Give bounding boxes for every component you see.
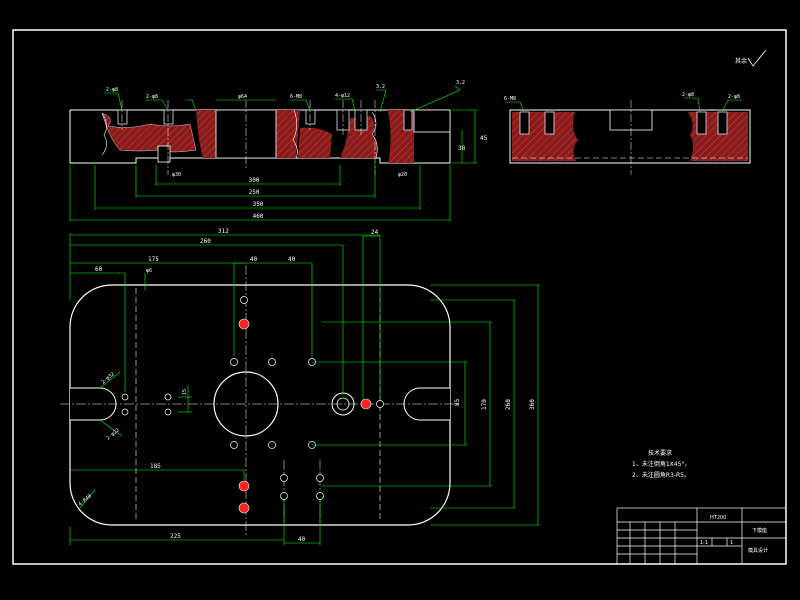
front-label-phi64: φ64 (238, 94, 247, 100)
right-u-notch (403, 387, 450, 421)
dim-plan-15: 15 (182, 389, 188, 395)
front-top-leaders (104, 85, 461, 113)
dim-plan-312: 312 (218, 228, 229, 235)
dim-front-250: 250 (249, 189, 260, 196)
front-label-ra-b: 3.2 (456, 80, 465, 86)
dim-plan-185: 185 (150, 463, 161, 470)
dim-front-height-38: 38 (458, 145, 466, 152)
side-label-6m8: 6-M8 (504, 96, 516, 102)
side-label-2phi8-a: 2-φ8 (682, 92, 694, 98)
plan-right-dims (312, 284, 540, 526)
front-bottom-phi20: φ20 (398, 172, 407, 178)
plan-label-4r40: 4-R40 (77, 493, 92, 507)
title-count: 1 (730, 540, 733, 546)
dim-plan-phi6: φ6 (146, 268, 152, 274)
side-holes (519, 111, 728, 135)
dim-plan-24: 24 (371, 229, 379, 236)
side-label-2phi8-b: 2-φ8 (728, 94, 740, 100)
roughness-symbol: 其余 (735, 49, 767, 67)
front-label-2phi8-a: 2-φ8 (106, 87, 118, 93)
front-section-view: 300 250 350 460 45 38 2-φ8 2-φ8 φ64 6-M8… (69, 80, 488, 222)
outer-frame (12, 29, 787, 565)
right-slot (413, 109, 451, 133)
tech-item-2: 2、未注圆角R3-R5。 (632, 471, 690, 479)
dim-plan-225: 225 (170, 533, 181, 540)
front-label-4phi12: 4-φ12 (335, 93, 350, 99)
tech-title: 技术要求 (648, 449, 672, 457)
plan-centerlines (60, 265, 460, 535)
plan-bottom-dims (69, 469, 321, 545)
front-length-dims (69, 165, 451, 222)
title-material: HT200 (710, 515, 726, 521)
dim-plan-60: 60 (95, 266, 103, 273)
dim-plan-40-c: 40 (298, 536, 306, 543)
title-drawing-no: 模具设计 (748, 547, 768, 554)
break-line-1 (101, 112, 107, 156)
section-region-1 (101, 112, 197, 153)
front-label-6m8: 6-M8 (290, 94, 302, 100)
section-region-4 (298, 127, 332, 158)
plan-outline (69, 284, 451, 526)
break-line-2 (292, 109, 298, 159)
plan-label-2phi22: 2-φ22 (105, 427, 120, 441)
pin-hole (157, 145, 171, 163)
plan-left-leaders (77, 371, 123, 511)
side-leaders (505, 97, 742, 113)
title-part-name: 下模座 (752, 527, 767, 534)
front-height-dims (452, 109, 478, 164)
title-scale: 1:1 (700, 540, 708, 546)
tech-item-1: 1、未注倒角1X45°。 (632, 460, 690, 468)
plan-small-dim (178, 385, 192, 413)
tech-requirements: 技术要求 1、未注倒角1X45°。 2、未注圆角R3-R5。 (632, 449, 690, 479)
dim-front-height-45: 45 (480, 135, 488, 142)
dim-front-460: 460 (253, 213, 264, 220)
front-bottom-phi30: φ30 (172, 172, 181, 178)
section-region-3 (276, 110, 300, 158)
plan-marked-holes (238, 318, 372, 514)
roughness-note: 其余 (735, 57, 747, 65)
front-label-2phi8-b: 2-φ8 (146, 94, 158, 100)
dim-plan-40-a: 40 (250, 256, 258, 263)
dim-plan-175: 175 (148, 256, 159, 263)
front-label-ra-a: 3.2 (376, 84, 385, 90)
plan-hidden-lines (135, 288, 381, 522)
plan-view: 312 260 175 60 φ6 40 40 24 85 170 260 36… (60, 228, 540, 545)
dim-plan-360: 360 (529, 399, 536, 410)
dim-plan-85: 85 (454, 398, 461, 406)
side-view: 6-M8 2-φ8 2-φ8 (504, 92, 751, 175)
dim-plan-260-v: 260 (505, 399, 512, 410)
section-region-2 (196, 110, 216, 158)
plan-label-2phi32: 2-φ32 (100, 371, 115, 385)
title-block (616, 507, 787, 565)
dim-plan-170: 170 (481, 399, 488, 410)
front-centerlines (121, 100, 376, 175)
dim-front-300: 300 (249, 177, 260, 184)
plan-top-dims (69, 233, 381, 400)
dim-plan-260: 260 (200, 238, 211, 245)
dim-plan-40-b: 40 (288, 256, 296, 263)
dim-front-350: 350 (253, 201, 264, 208)
